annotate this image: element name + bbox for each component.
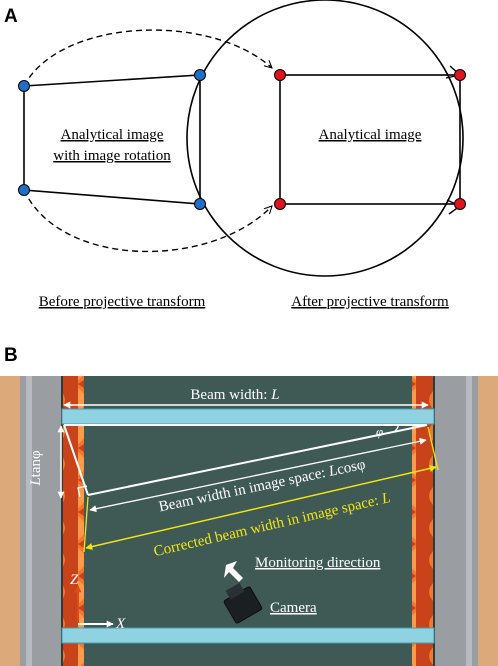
panel-b: B Beam width: L φ Ltanφ Beam width in im… (0, 345, 498, 666)
beam-bottom (61, 627, 435, 644)
before-caption: Before projective transform (39, 294, 206, 310)
dashed-arc-top (23, 29, 272, 87)
red-point-4 (274, 198, 286, 210)
corrected-arrow (85, 465, 437, 550)
z-axis-label: Z (70, 572, 79, 588)
camera-label: Camera (270, 600, 317, 616)
left-box-label-line1: Analytical image (61, 127, 164, 143)
after-transform-circle (186, 0, 464, 277)
x-axis-label: X (115, 616, 126, 632)
blue-point-2 (194, 69, 206, 81)
after-caption: After projective transform (291, 294, 449, 310)
triangle-short-edge (63, 424, 89, 496)
red-point-2 (454, 69, 466, 81)
red-point-3 (454, 198, 466, 210)
panel-a: A Analytical image with image rotation A… (4, 0, 466, 310)
camera-icon (223, 582, 263, 624)
blue-point-1 (18, 80, 30, 92)
right-angle-mark (77, 485, 88, 498)
monitoring-direction-label: Monitoring direction (255, 555, 381, 571)
blue-point-3 (194, 198, 206, 210)
panel-b-label: B (4, 345, 18, 366)
beam-width-label: Beam width: L (190, 387, 279, 403)
left-box-label-line2: with image rotation (53, 148, 171, 164)
ltan-label: Ltanφ (28, 450, 44, 487)
panel-a-label: A (4, 6, 18, 27)
beam-top (61, 408, 435, 425)
right-box-label: Analytical image (319, 127, 422, 143)
red-point-1 (274, 69, 286, 81)
phi-arc (394, 424, 399, 432)
blue-point-4 (18, 184, 30, 196)
yellow-tick-right (427, 426, 439, 471)
monitoring-direction-arrow (224, 561, 243, 582)
dashed-arc-bottom (23, 189, 272, 253)
phi-label: φ (376, 424, 383, 439)
analytical-image-rect (279, 74, 461, 205)
